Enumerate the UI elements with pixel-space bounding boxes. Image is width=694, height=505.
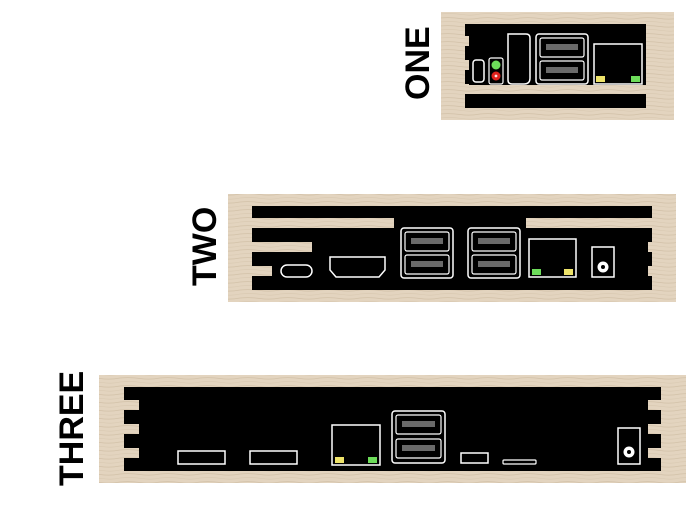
ethernet-port [528,238,577,278]
case-one-right-fin [646,60,674,70]
case-one-left-fin [441,60,469,70]
case-three-label: THREE [53,371,91,486]
case-three-left-fin [99,400,139,410]
case-two-slat [252,242,312,252]
case-one-right-fin [646,84,674,94]
case-three-left-fin [99,424,139,434]
dc-power-jack [617,427,641,465]
usb-c-port [280,264,313,278]
usb-port-stack [391,410,446,464]
card-slot [502,459,537,465]
case-one-slat [465,85,646,94]
case-three-right-fin [648,400,686,410]
case-two: TWO [186,194,676,302]
small-port [460,452,489,464]
hdmi-port [507,33,531,85]
case-three-right-fin [648,448,686,458]
case-two-slat [252,266,272,276]
case-two-left-fin [228,218,256,228]
case-three-right-fin [648,424,686,434]
case-two-right-fin [648,218,676,228]
case-one-left-fin [441,84,469,94]
status-leds [488,57,504,85]
ethernet-port [593,43,643,85]
case-one-right-fin [646,36,674,46]
hdmi-port [329,256,386,278]
led-green [491,60,501,70]
case-one-label: ONE [399,26,437,100]
case-two-slat [526,218,648,228]
case-one: ONE [399,12,674,120]
dc-power-jack [591,246,615,278]
micro-usb-port [472,59,485,83]
usb-port-stack [400,227,454,279]
wide-port [177,450,226,465]
case-two-right-fin [648,242,676,252]
case-three-left-fin [99,448,139,458]
case-two-label: TWO [186,207,224,286]
case-two-left-fin [228,266,256,276]
usb-port-stack [535,33,589,85]
wide-port [249,450,298,465]
case-two-left-fin [228,242,256,252]
case-two-slat [252,218,394,228]
usb-port-stack [467,227,521,279]
case-two-right-fin [648,266,676,276]
ethernet-port [331,424,381,466]
case-one-left-fin [441,36,469,46]
case-three: THREE [53,371,686,486]
